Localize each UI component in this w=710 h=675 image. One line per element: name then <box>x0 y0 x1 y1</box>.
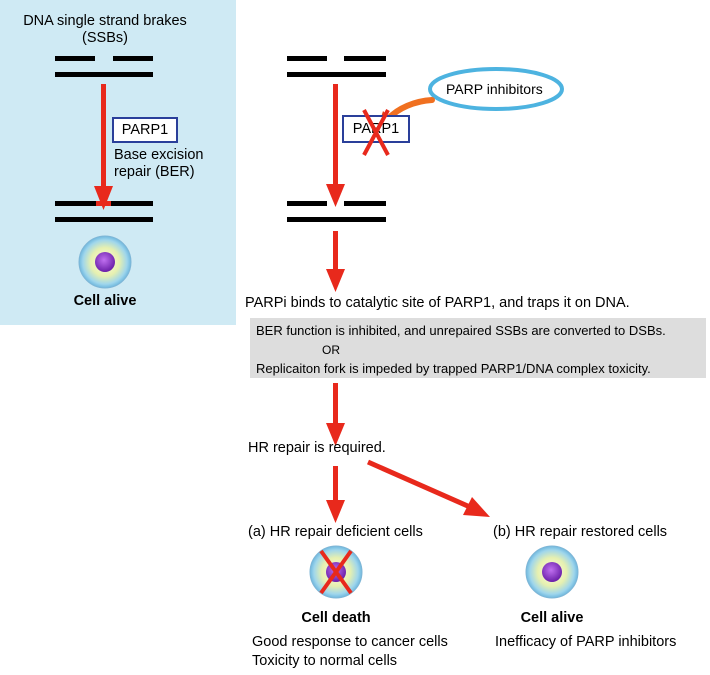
left-repaired-dna <box>55 201 153 222</box>
parp1-box: PARP1 <box>112 117 178 143</box>
inhibitor-oval <box>428 67 564 111</box>
left-cell-icon <box>78 235 132 289</box>
mechanism-box <box>250 318 706 378</box>
blocked-parp1-label: PARP1 <box>352 121 400 137</box>
arrow-branch-a <box>326 466 345 523</box>
cell-alive-right: Cell alive <box>520 610 584 626</box>
left-repair-arrow <box>94 84 113 210</box>
dead-cell-icon <box>309 545 363 599</box>
ber-label-line1: Base excision <box>114 147 204 163</box>
branch-a-label: (a) HR repair deficient cells <box>248 524 423 540</box>
arrow-to-trap <box>326 231 345 292</box>
arrow-to-hr <box>326 383 345 446</box>
branch-a-note1: Good response to cancer cells <box>252 634 448 650</box>
right-broken-dna-bottom <box>287 201 386 222</box>
cell-death-label: Cell death <box>301 610 371 626</box>
branch-a-note2: Toxicity to normal cells <box>252 653 398 669</box>
alive-cell-icon <box>525 545 579 599</box>
right-first-arrow <box>326 84 345 207</box>
mechanism-or: OR <box>322 343 340 357</box>
mechanism-line1: BER function is inhibited, and unrepaire… <box>256 323 666 338</box>
mechanism-line2: Replicaiton fork is impeded by trapped P… <box>256 361 651 376</box>
parp-inhibitors-label: PARP inhibitors <box>446 81 543 97</box>
trap-statement: PARPi binds to catalytic site of PARP1, … <box>245 295 630 311</box>
ber-label-line2: repair (BER) <box>114 164 195 180</box>
blocked-parp1-box: PARP1 <box>342 115 410 143</box>
cell-alive-left: Cell alive <box>73 293 137 309</box>
left-broken-dna <box>55 56 153 77</box>
branch-b-note1: Inefficacy of PARP inhibitors <box>495 634 677 650</box>
hr-required: HR repair is required. <box>248 440 386 456</box>
ssb-title: DNA single strand brakes <box>23 13 187 29</box>
branch-b-label: (b) HR repair restored cells <box>493 524 668 540</box>
right-broken-dna-top <box>287 56 386 77</box>
ssb-subtitle: (SSBs) <box>82 30 128 46</box>
arrow-branch-b <box>366 459 490 517</box>
